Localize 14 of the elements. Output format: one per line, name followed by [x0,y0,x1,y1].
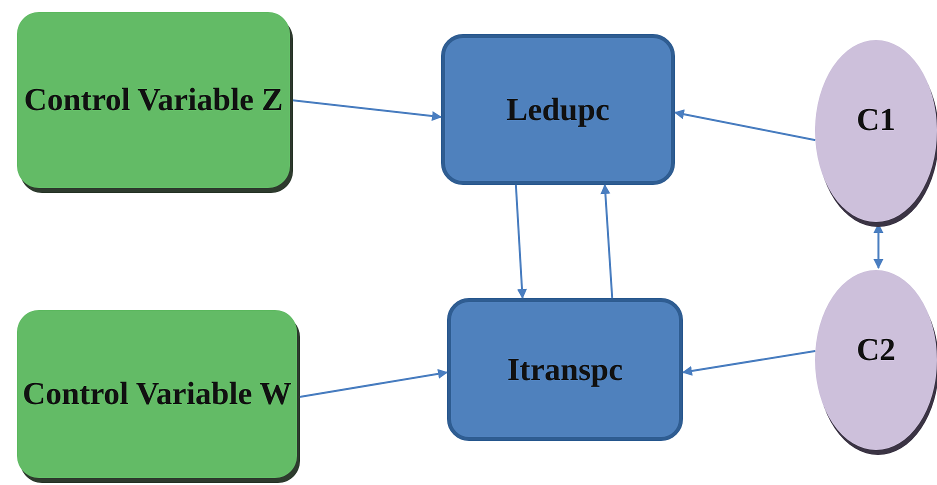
arrow [674,109,816,142]
node-label: C2 [856,330,896,369]
node-label: Control Variable W [22,374,292,414]
node-label: C1 [856,100,896,139]
variable-box [17,310,297,478]
node-label: Control Variable Z [24,80,283,120]
node-label: Ledupc [506,90,610,129]
variable-box [17,12,290,188]
arrow [514,184,527,299]
process-box [441,34,675,185]
arrow [682,350,816,376]
node-label: Itranspc [507,350,623,389]
process-box [447,298,683,441]
arrow [600,184,614,298]
